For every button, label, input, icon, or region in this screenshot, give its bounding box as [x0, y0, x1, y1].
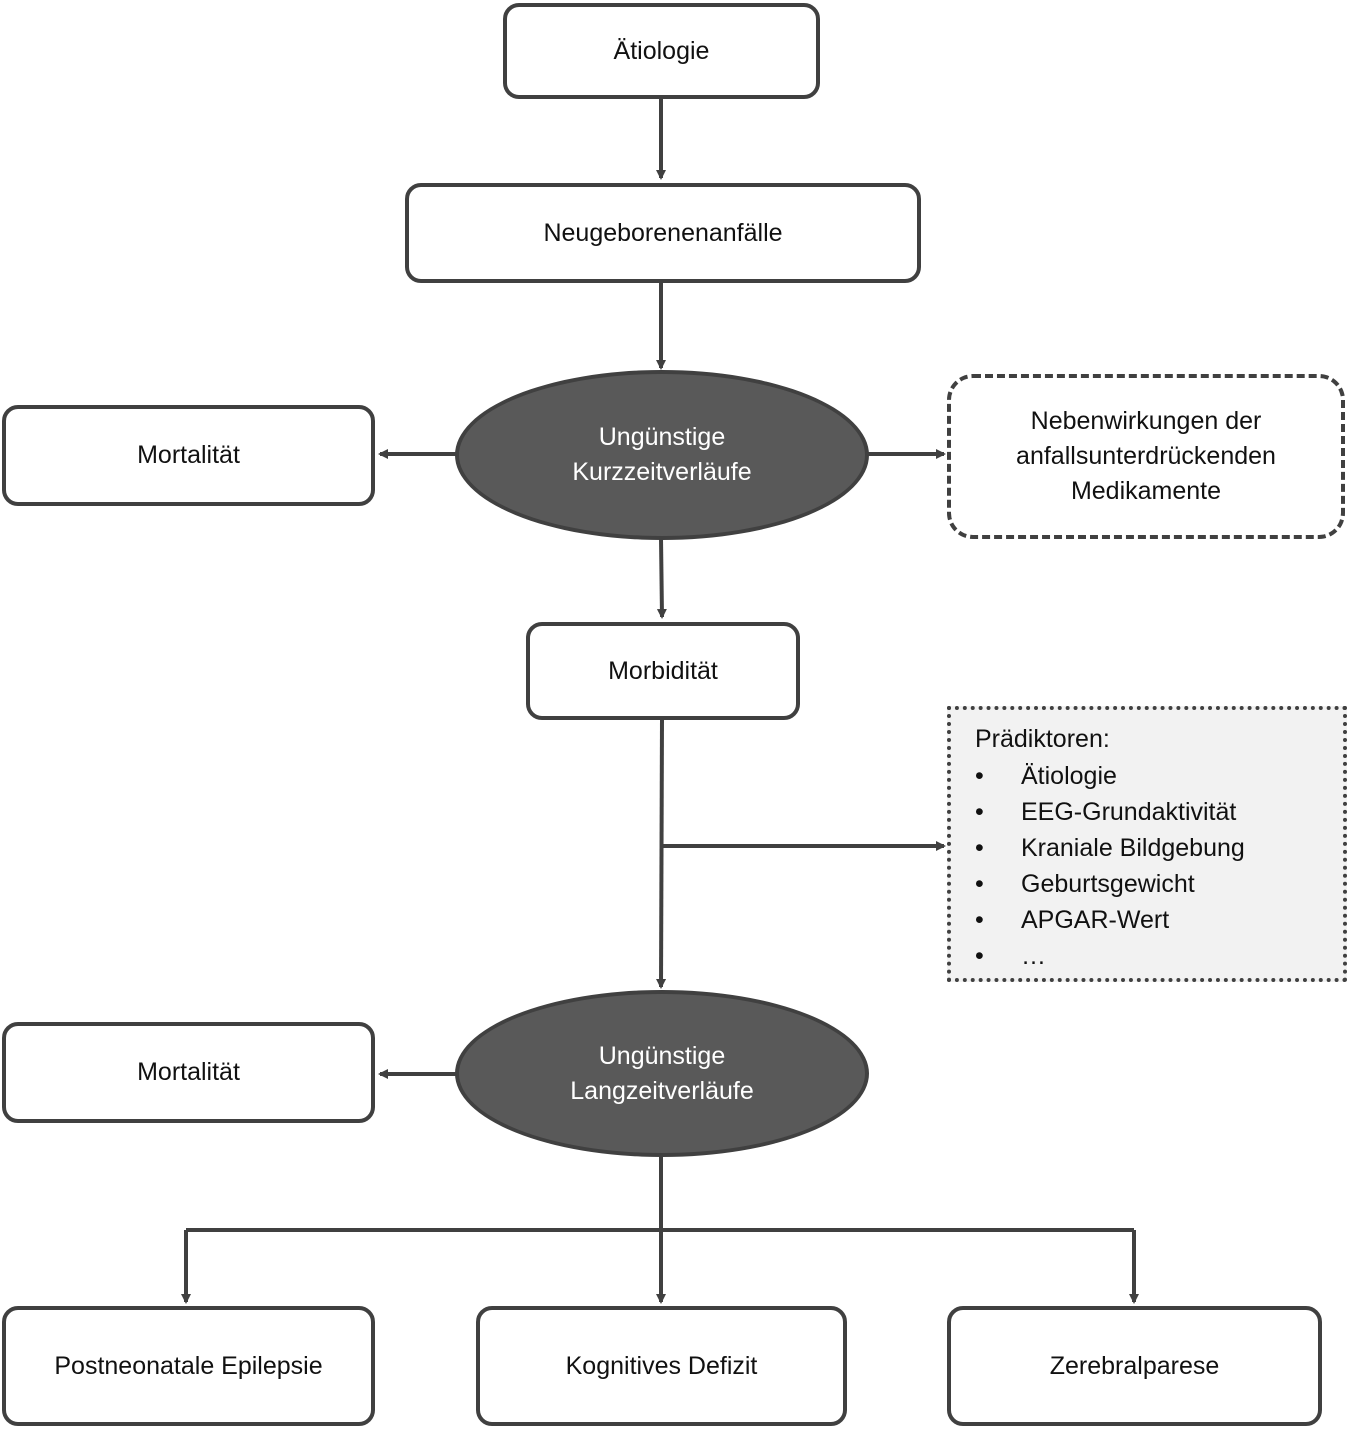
langzeit-line2: Langzeitverläufe	[570, 1076, 754, 1105]
praediktor-text: EEG-Grundaktivität	[1021, 797, 1237, 826]
nebenwirkungen-box: Nebenwirkungen der anfallsunterdrückende…	[947, 374, 1345, 539]
praediktoren-box: Prädiktoren: • Ätiologie • EEG-Grundaktivi…	[947, 706, 1347, 982]
bullet-icon: •	[975, 761, 984, 790]
epilepsie-label: Postneonatale Epilepsie	[54, 1351, 323, 1380]
praediktor-item: • Geburtsgewicht	[975, 866, 1245, 902]
nebenwirkungen-line3: Medikamente	[1070, 477, 1222, 505]
kurzzeit-line1: Ungünstige	[598, 423, 726, 451]
mortalitaet-kurzzeit-label: Mortalität	[137, 441, 240, 469]
praediktor-text: Kraniale Bildgebung	[1021, 833, 1245, 862]
bullet-icon: •	[975, 941, 984, 970]
bullet-icon: •	[975, 905, 984, 934]
mortalitaet-langzeit-box: Mortalität	[2, 1022, 375, 1123]
epilepsie-box: Postneonatale Epilepsie	[2, 1306, 375, 1426]
praediktor-item: • Kraniale Bildgebung	[975, 830, 1245, 866]
nebenwirkungen-line2: anfallsunterdrückenden	[1016, 442, 1276, 470]
praediktor-text: Ätiologie	[1021, 761, 1117, 790]
praediktor-text: APGAR-Wert	[1021, 905, 1170, 934]
bullet-icon: •	[975, 797, 984, 826]
praediktoren-list: • Ätiologie • EEG-Grundaktivität • Kraniale…	[975, 758, 1245, 974]
nebenwirkungen-line1: Nebenwirkungen der	[1030, 407, 1262, 435]
arrow-kurzzeit-to-morbiditaet	[656, 537, 667, 619]
kurzzeitverlaeufe-ellipse: Ungünstige Kurzzeitverläufe	[455, 370, 869, 540]
praediktor-item: • Ätiologie	[975, 758, 1245, 794]
zerebralparese-box: Zerebralparese	[947, 1306, 1322, 1426]
kognitives-defizit-label: Kognitives Defizit	[565, 1351, 758, 1380]
aetiologie-box: Ätiologie	[503, 3, 820, 99]
neugeborenenanfaelle-box: Neugeborenenanfälle	[405, 183, 921, 283]
langzeit-line1: Ungünstige	[598, 1041, 726, 1070]
praediktor-text: …	[1021, 941, 1046, 970]
kognitives-defizit-box: Kognitives Defizit	[476, 1306, 847, 1426]
neugeborenenanfaelle-label: Neugeborenenanfälle	[543, 218, 783, 247]
zerebralparese-label: Zerebralparese	[1049, 1351, 1220, 1380]
arrow-morbiditaet-to-langzeit	[656, 718, 667, 989]
praediktor-item: • EEG-Grundaktivität	[975, 794, 1245, 830]
langzeitverlaeufe-ellipse: Ungünstige Langzeitverläufe	[455, 990, 869, 1157]
mortalitaet-langzeit-label: Mortalität	[137, 1058, 240, 1086]
bullet-icon: •	[975, 869, 984, 898]
praediktor-text: Geburtsgewicht	[1021, 869, 1195, 898]
bullet-icon: •	[975, 833, 984, 862]
morbiditaet-label: Morbidität	[608, 656, 718, 685]
praediktor-item: • APGAR-Wert	[975, 902, 1245, 938]
aetiologie-label: Ätiologie	[613, 36, 710, 65]
praediktor-item: •…	[975, 938, 1245, 974]
mortalitaet-kurzzeit-box: Mortalität	[2, 405, 375, 506]
praediktoren-title: Prädiktoren:	[975, 724, 1110, 753]
morbiditaet-box: Morbidität	[526, 622, 800, 720]
kurzzeit-line2: Kurzzeitverläufe	[572, 458, 752, 486]
